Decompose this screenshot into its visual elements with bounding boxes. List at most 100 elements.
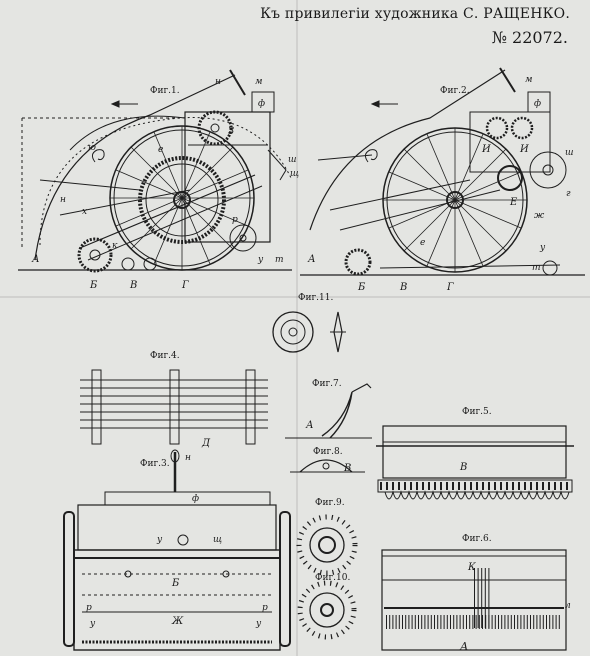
upper-gear-2b [510,116,534,140]
label-sch-3: щ [213,535,222,545]
label-E: Е [509,197,518,208]
label-n-lower: н [60,195,66,205]
label-p-3: р [86,603,92,613]
gear-wheel [138,156,226,244]
label-p: р [232,215,238,225]
rear-roller-2 [542,260,558,276]
handle-lever-2 [499,67,516,93]
upper-gear-hub [210,123,220,133]
label-u-3c: у [255,619,262,629]
roller-frame [382,425,567,479]
patent-header: Къ привилегіи художника С. РАЩЕНКО. [260,6,570,22]
label-G-2: Г [446,282,454,293]
scalloped-edge [384,490,570,500]
upper-gear-2a [485,116,509,140]
arch-pin [322,462,330,470]
spring-scroll-2 [364,149,378,163]
label-g-2: г [566,189,571,199]
label-e: е [158,145,163,155]
frame-box-2 [469,111,551,173]
figure-5-title: Фиг.5. [462,407,492,417]
box-f-2 [527,91,551,113]
ground-roller-2 [143,257,157,271]
figure-3-title: Фиг.3. [140,459,170,469]
label-f: ф [258,99,265,109]
label-sch: щ [290,169,299,179]
figure-8-title: Фиг.8. [313,447,343,457]
comb-frame [381,549,567,651]
label-n: н [215,77,221,87]
mid-pulley-2 [497,165,523,191]
side-wheel-2-hub [542,164,554,176]
vertical-fold-line [296,0,298,656]
gear-wheel-inner [145,163,219,237]
label-m-2: м [525,75,532,85]
tooth-band [377,479,573,493]
figure-8: Фиг.8. В [290,447,365,474]
spring-scroll [91,149,105,163]
star-wheel-9 [309,527,345,563]
dotted-arc [39,117,293,246]
label-u-3b: у [89,619,96,629]
label-A-6: А [459,640,468,653]
label-I-2a: И [481,144,491,155]
star-wheel-9-teeth [296,514,358,576]
knife-hook [351,383,372,393]
label-u-2: у [539,243,546,253]
label-A: А [31,254,40,265]
conveyor-bar [79,174,256,249]
main-wheel-spokes [110,126,254,270]
wheel-2-hub [446,191,464,209]
figure-1-title: Фиг.1. [150,86,180,96]
label-sh-2: ш [565,148,574,158]
fig3-top-box [104,491,271,506]
label-V: В [129,280,137,291]
hood-curve-2 [309,69,506,231]
direction-arrow [110,100,138,108]
label-p-3b: р [262,603,268,613]
label-t: т [275,255,284,265]
handle-lever [229,69,246,96]
figure-6-title: Фиг.6. [462,534,492,544]
lower-rail-2 [379,264,561,269]
label-V-8: В [343,463,351,474]
label-sh: ш [288,155,297,165]
arch-plate [299,459,353,473]
hood-curve [34,74,236,261]
label-n-3: н [185,453,191,463]
rake-bars [80,379,268,429]
fig3-left-wheel [63,511,75,647]
rake-post-middle [169,369,180,445]
figure-11: Фиг.11. [272,293,346,353]
figure-9-title: Фиг.9. [315,498,345,508]
disc-outer [272,311,314,353]
star-wheel-10-teeth [297,580,357,640]
upper-gear [197,110,233,146]
label-l-6: л [565,601,571,611]
direction-arrow-2 [370,100,398,108]
hitch-bracket [267,149,287,181]
hood-inner [69,115,186,151]
figure-5: Фиг.5. В [376,407,574,500]
figure-7-title: Фиг.7. [312,379,342,389]
label-t-2: т [532,263,541,273]
label-x: х [82,207,87,217]
disc-middle [280,319,306,345]
front-roller [77,237,113,273]
figure-10-title: Фиг.10. [315,573,350,583]
rake-post-left [91,369,102,445]
label-I-2b: И [519,144,529,155]
figure-1: Фиг.1. [18,69,299,291]
figure-2: Фиг.2. [300,67,585,293]
knife-blade [321,391,353,439]
rear-small-wheel [229,224,257,252]
figure-11-title: Фиг.11. [298,293,333,303]
figure-4: Фиг.4. Д [80,351,268,449]
label-u: у [257,255,264,265]
label-f-2: ф [534,99,541,109]
label-V-5: В [459,462,467,473]
label-B: Б [89,280,98,291]
label-B-2: Б [357,282,366,293]
label-B-3: Б [171,578,180,589]
